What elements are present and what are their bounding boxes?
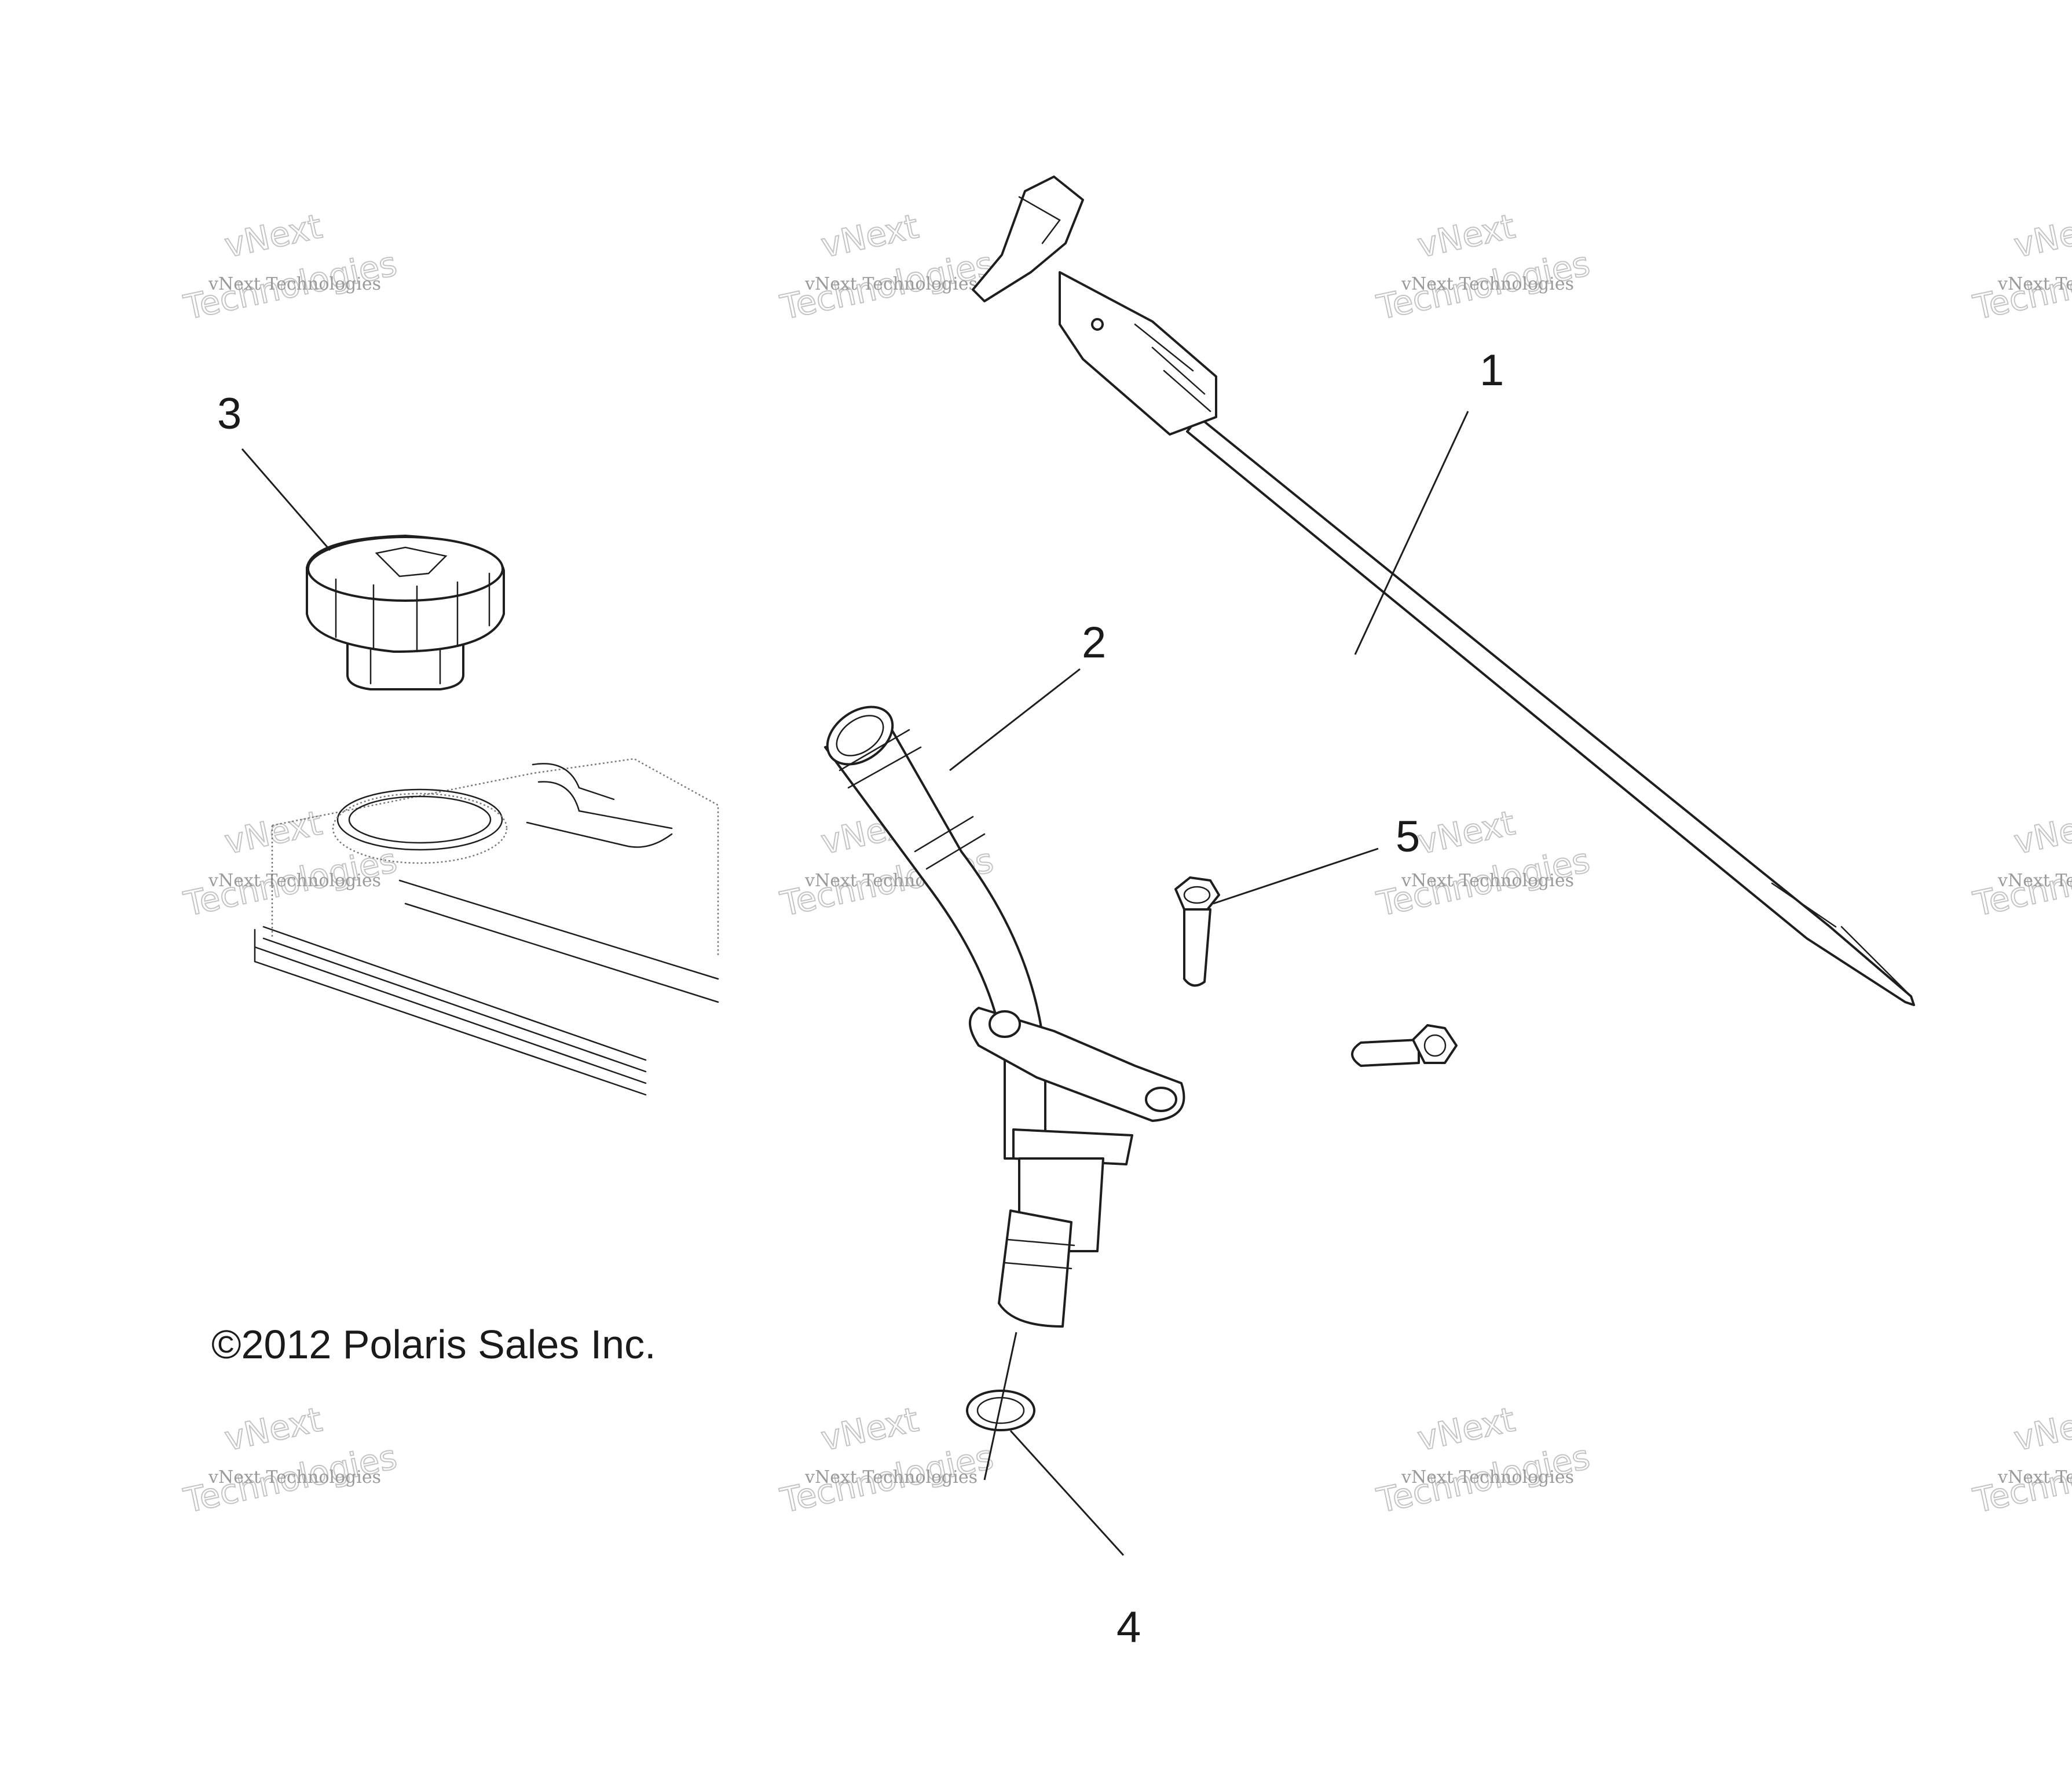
svg-text:vNext Technologies: vNext Technologies	[804, 274, 978, 294]
svg-text:vNext Technologies: vNext Technologies	[208, 1467, 381, 1487]
svg-text:vNext: vNext	[1414, 803, 1518, 862]
svg-text:vNext: vNext	[818, 1399, 922, 1459]
engine-cover-ghost	[254, 758, 719, 1096]
copyright-notice: ©2012 Polaris Sales Inc.	[211, 1322, 656, 1367]
bolt-lower	[1351, 1024, 1458, 1067]
svg-text:vNext: vNext	[818, 206, 922, 265]
leader-lines	[241, 411, 1469, 1556]
svg-text:vNext: vNext	[221, 206, 325, 265]
callout-2: 2	[1082, 618, 1106, 667]
callout-5: 5	[1396, 812, 1420, 861]
svg-text:vNext Technologies: vNext Technologies	[1401, 871, 1574, 891]
svg-text:vNext Technologies: vNext Technologies	[1401, 1467, 1574, 1487]
svg-text:vNext Technologies: vNext Technologies	[1997, 1467, 2072, 1487]
o-ring	[966, 1390, 1035, 1431]
svg-text:vNext: vNext	[2011, 803, 2072, 862]
svg-text:vNext Technologies: vNext Technologies	[1997, 274, 2072, 294]
dipstick-tube	[824, 706, 1185, 1328]
svg-text:vNext: vNext	[2011, 206, 2072, 265]
bolt-upper	[1174, 876, 1220, 987]
svg-text:vNext Technologies: vNext Technologies	[1401, 274, 1574, 294]
svg-text:vNext: vNext	[1414, 206, 1518, 265]
dipstick	[972, 176, 1915, 1006]
svg-text:vNext: vNext	[1414, 1399, 1518, 1459]
svg-text:vNext Technologies: vNext Technologies	[1997, 871, 2072, 891]
svg-text:vNext: vNext	[221, 803, 325, 862]
oil-fill-cap	[306, 535, 505, 690]
svg-text:vNext Technologies: vNext Technologies	[208, 274, 381, 294]
callout-1: 1	[1480, 346, 1504, 395]
svg-text:vNext Technologies: vNext Technologies	[208, 871, 381, 891]
callout-4: 4	[1116, 1603, 1141, 1652]
svg-text:vNext: vNext	[221, 1399, 325, 1459]
svg-text:vNext: vNext	[2011, 1399, 2072, 1459]
svg-text:vNext Technologies: vNext Technologies	[804, 1467, 978, 1487]
callout-3: 3	[217, 389, 241, 438]
